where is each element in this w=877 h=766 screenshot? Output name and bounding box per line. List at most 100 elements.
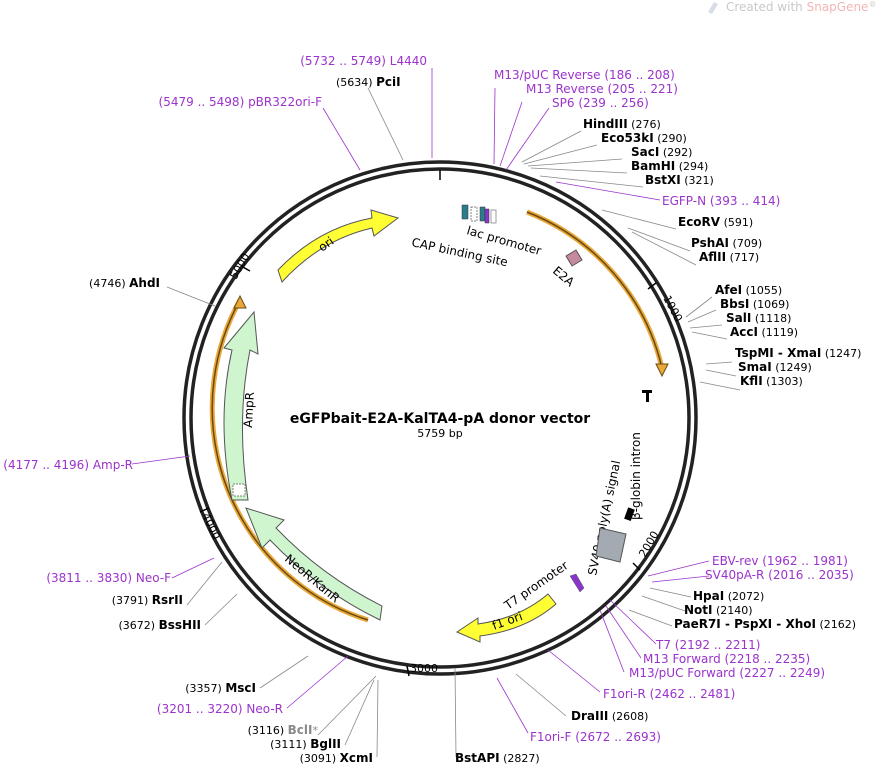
site-label-rsrii-name: RsrII	[152, 593, 183, 607]
site-label-smai-position: (1249)	[772, 361, 812, 374]
site-label-draiii[interactable]: DraIII (2608)	[571, 709, 648, 723]
site-label-sali[interactable]: SalI (1118)	[726, 311, 791, 325]
site-label-aflii-position: (717)	[726, 251, 759, 264]
site-label-bamhi[interactable]: BamHI (294)	[631, 159, 708, 173]
site-label-f1ori-r[interactable]: F1ori-R (2462 .. 2481)	[603, 687, 735, 701]
site-label-bstxi[interactable]: BstXI (321)	[645, 173, 714, 187]
site-label-eco53ki-position: (290)	[654, 132, 687, 145]
site-label-pshai[interactable]: PshAI (709)	[691, 236, 762, 250]
site-label-ahdi-name: AhdI	[129, 276, 160, 290]
site-label-m13-puc-forward-position: (2227 .. 2249)	[736, 666, 826, 680]
watermark-text: Created with SnapGene®	[726, 0, 876, 14]
site-label-f1ori-r-position: (2462 .. 2481)	[646, 687, 736, 701]
site-label-kfli-name: KflI	[740, 374, 763, 388]
site-label-draiii-position: (2608)	[608, 710, 648, 723]
site-label-xcmi-position: (3091)	[300, 752, 340, 765]
feature-term-box	[490, 209, 497, 224]
site-label-saci-position: (292)	[659, 146, 692, 159]
plasmid-size: 5759 bp	[417, 427, 462, 440]
site-label-acci-name: AccI	[730, 325, 758, 339]
site-label-ebv-rev[interactable]: EBV-rev (1962 .. 1981)	[712, 554, 848, 568]
site-label-egfp-n-name: EGFP-N	[662, 194, 706, 208]
site-label-tspmi-position: (1247)	[821, 347, 861, 360]
site-label-m13-puc-forward[interactable]: M13/pUC Forward (2227 .. 2249)	[629, 666, 825, 680]
site-label-rsrii-position: (3791)	[112, 594, 152, 607]
site-label-amp-r[interactable]: (4177 .. 4196) Amp-R	[3, 458, 133, 472]
site-label-m13-forward[interactable]: M13 Forward (2218 .. 2235)	[643, 652, 810, 666]
feature-cap-box	[461, 204, 469, 220]
site-label-bstapi[interactable]: BstAPI (2827)	[455, 751, 540, 765]
feature-ampr-arrow	[223, 310, 259, 501]
site-label-hindiii-position: (276)	[628, 118, 661, 131]
site-label-l4440[interactable]: (5732 .. 5749) L4440	[300, 54, 427, 68]
site-label-msci[interactable]: (3357) MscI	[185, 681, 256, 695]
site-label-f1ori-f[interactable]: F1ori-F (2672 .. 2693)	[530, 730, 661, 744]
site-label-hpai-name: HpaI	[693, 589, 724, 603]
site-label-t7[interactable]: T7 (2192 .. 2211)	[655, 638, 760, 652]
site-label-paer7i[interactable]: PaeR7I - PspXI - XhoI (2162)	[674, 617, 856, 631]
site-label-tspmi-name: TspMI - XmaI	[735, 346, 821, 360]
site-label-bglii-position: (3111)	[270, 738, 310, 751]
site-label-pbr322ori-f[interactable]: (5479 .. 5498) pBR322ori-F	[159, 95, 323, 109]
site-label-f1ori-r-name: F1ori-R	[603, 687, 646, 701]
site-label-saci[interactable]: SacI (292)	[631, 145, 692, 159]
site-label-bcli[interactable]: (3116) BclI*	[248, 723, 319, 737]
site-label-bbsi[interactable]: BbsI (1069)	[720, 297, 789, 311]
site-label-kfli[interactable]: KflI (1303)	[740, 374, 803, 388]
site-label-afei[interactable]: AfeI (1055)	[715, 283, 782, 297]
cds-arc-backbone-line	[211, 299, 369, 621]
site-label-eco53ki[interactable]: Eco53kI (290)	[601, 131, 687, 145]
feature-ampr-label: AmpR	[241, 392, 257, 429]
site-label-neo-r-name: Neo-R	[246, 702, 283, 716]
site-label-xcmi[interactable]: (3091) XcmI	[300, 751, 373, 765]
site-label-bglii[interactable]: (3111) BglII	[270, 737, 341, 751]
site-label-rsrii[interactable]: (3791) RsrII	[112, 593, 183, 607]
site-label-pcii[interactable]: (5634) PciI	[336, 75, 401, 89]
feature-e2a-arrow	[565, 249, 583, 267]
site-label-hpai[interactable]: HpaI (2072)	[693, 589, 764, 603]
site-label-t7-name: T7	[655, 638, 671, 652]
feature-beta-globin-label: β-globin intron	[629, 432, 643, 520]
site-label-ahdi[interactable]: (4746) AhdI	[89, 276, 160, 290]
site-label-sv40pa-r-position: (2016 .. 2035)	[764, 568, 854, 582]
feature-ampr-promoter-box	[232, 483, 246, 497]
site-label-noti-name: NotI	[684, 603, 713, 617]
site-label-smai[interactable]: SmaI (1249)	[738, 360, 812, 374]
site-label-pbr322ori-f-name: pBR322ori-F	[248, 95, 322, 109]
site-label-m13-reverse[interactable]: M13 Reverse (205 .. 221)	[526, 82, 678, 96]
site-label-ecorv[interactable]: EcoRV (591)	[678, 215, 753, 229]
site-label-m13-forward-name: M13 Forward	[643, 652, 721, 666]
site-label-l4440-position: (5732 .. 5749)	[300, 54, 390, 68]
feature-lac-box	[479, 206, 486, 222]
tick-marks	[199, 170, 657, 677]
site-label-neo-f[interactable]: (3811 .. 3830) Neo-F	[46, 571, 171, 585]
site-label-hindiii[interactable]: HindIII (276)	[583, 117, 661, 131]
site-label-bsshii-position: (3672)	[119, 619, 159, 632]
site-label-aflii[interactable]: AflII (717)	[699, 250, 759, 264]
site-label-egfp-n[interactable]: EGFP-N (393 .. 414)	[662, 194, 780, 208]
site-label-sv40pa-r-name: SV40pA-R	[705, 568, 764, 582]
site-label-bstapi-position: (2827)	[500, 752, 540, 765]
feature-neor-arrow	[245, 507, 383, 621]
site-label-bcli-mark: *	[313, 724, 319, 737]
site-label-neo-r[interactable]: (3201 .. 3220) Neo-R	[157, 702, 283, 716]
site-label-egfp-n-position: (393 .. 414)	[706, 194, 780, 208]
site-label-sp6[interactable]: SP6 (239 .. 256)	[552, 96, 649, 110]
site-label-m13-puc-reverse-name: M13/pUC Reverse	[494, 68, 601, 82]
site-label-msci-name: MscI	[225, 681, 256, 695]
snapgene-watermark: Created with SnapGene®	[708, 0, 876, 14]
site-label-m13-puc-reverse[interactable]: M13/pUC Reverse (186 .. 208)	[494, 68, 675, 82]
site-label-bsshii[interactable]: (3672) BssHII	[119, 618, 201, 632]
site-label-sv40pa-r[interactable]: SV40pA-R (2016 .. 2035)	[705, 568, 854, 582]
site-label-bstxi-name: BstXI	[645, 173, 681, 187]
site-label-msci-position: (3357)	[185, 682, 225, 695]
site-label-sali-name: SalI	[726, 311, 751, 325]
site-label-tspmi[interactable]: TspMI - XmaI (1247)	[735, 346, 861, 360]
site-label-hindiii-name: HindIII	[583, 117, 628, 131]
site-label-ecorv-position: (591)	[720, 216, 753, 229]
site-label-amp-r-position: (4177 .. 4196)	[3, 458, 93, 472]
site-label-acci[interactable]: AccI (1119)	[730, 325, 798, 339]
site-label-bcli-position: (3116)	[248, 724, 288, 737]
site-label-bstxi-position: (321)	[681, 174, 714, 187]
site-label-noti[interactable]: NotI (2140)	[684, 603, 753, 617]
